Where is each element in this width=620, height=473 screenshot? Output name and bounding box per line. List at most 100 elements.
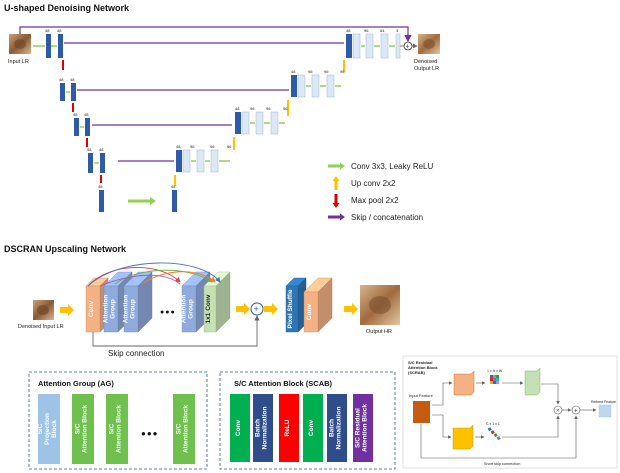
- unet-block: [291, 75, 297, 97]
- scrab-title-3: (SCRAB): [408, 370, 426, 375]
- add-symbol: +: [254, 304, 259, 314]
- unet-block: [346, 34, 352, 58]
- unet-block: [74, 118, 79, 136]
- relu-label: ReLU: [284, 419, 291, 436]
- sc-attention-label-line: S/C: [175, 423, 182, 434]
- sc-attention-label-line: S/C: [108, 423, 115, 434]
- short-skip-line: [420, 415, 578, 459]
- pixel-shuffle-label: Pixel Shuffle: [287, 289, 294, 328]
- unet-block-light: [241, 111, 250, 135]
- attention-group-label: AttentionGroup: [122, 295, 136, 324]
- legend-skip-arrowhead: [340, 213, 345, 221]
- scrab-title-2: Attention Block: [408, 365, 438, 370]
- unet-block-light: [255, 111, 264, 135]
- sc-projection-label-line: Projection: [44, 413, 51, 445]
- unet-block: [100, 153, 105, 173]
- legend-skip: Skip / concatenation: [351, 213, 423, 222]
- batch-norm-label-line: Batch: [254, 419, 261, 437]
- channel-attention-block: [452, 424, 474, 450]
- arrow-right: [344, 303, 358, 315]
- skip-connection-label: Skip connection: [108, 349, 164, 358]
- pixel-shuffle-label-line: Pixel Shuffle: [287, 289, 294, 328]
- attention-group-label-line: Group: [130, 299, 137, 319]
- unet-input-image: [9, 34, 31, 54]
- sc-attention-label-line: Attention Block: [116, 405, 123, 453]
- dense-skip-arc: [87, 262, 221, 287]
- sc-attention-label: S/CAttention Block: [74, 405, 88, 453]
- batch-norm-label-line: Normalization: [336, 406, 343, 449]
- sc-attention-label-line: Attention Block: [183, 405, 190, 453]
- unet-block: [46, 34, 51, 58]
- conv-label: Conv: [306, 303, 313, 320]
- dense-skip-arc: [114, 269, 213, 285]
- channel-attention-vector: [487, 427, 501, 441]
- channel-label: 48: [87, 147, 92, 152]
- arrow-right: [60, 304, 74, 316]
- dscran-output-image: [360, 285, 400, 325]
- scrab-input-label: Input Feature: [409, 393, 434, 398]
- conv1x1-label-line: 1x1 Conv: [205, 294, 212, 323]
- unet-output-label-1: Denoised: [414, 59, 437, 65]
- attention-group-label-line: Attention: [122, 295, 129, 324]
- attention-group-title: Attention Group (AG): [38, 379, 114, 388]
- legend-conv: Conv 3x3, Leaky ReLU: [351, 162, 433, 171]
- channel-label: 96: [227, 144, 232, 149]
- scrab-path: [541, 383, 560, 405]
- channel-label: 48: [57, 28, 62, 33]
- unet-input-label: Input LR: [8, 59, 29, 65]
- channel-label: 48: [171, 184, 176, 189]
- attention-group-label-line: Group: [110, 299, 117, 319]
- attention-group-box: [28, 371, 208, 470]
- channel-label: 48: [98, 184, 103, 189]
- unet-block-light: [210, 149, 219, 173]
- spatial-refine-block: [524, 367, 541, 396]
- arrow-right: [264, 303, 278, 315]
- unet-block-light: [311, 74, 320, 98]
- conv-label-line: Conv: [235, 419, 242, 436]
- spatial-attention-map: [490, 375, 499, 384]
- sc-attention-block: [106, 394, 128, 464]
- batch-norm-label-line: Normalization: [262, 406, 269, 449]
- channel-label: 96: [283, 106, 288, 111]
- conv-block: [303, 277, 333, 333]
- refined-feature-block: [598, 404, 612, 418]
- scab-title: S/C Attention Block (SCAB): [234, 379, 333, 388]
- unet-block-light: [352, 33, 361, 59]
- attention-group-block: [123, 271, 153, 333]
- legend-maxpool: Max pool 2x2: [351, 196, 399, 205]
- channel-label: 96: [364, 28, 369, 33]
- channel-label: 48: [70, 77, 75, 82]
- short-skip-label: Short skip connection: [484, 462, 520, 466]
- dense-skip-arc: [141, 271, 216, 285]
- dscran-output-label: Output HR: [366, 329, 392, 335]
- channel-label: 48: [235, 106, 240, 111]
- scrab-path: [432, 414, 452, 439]
- legend-conv-arrowhead: [340, 162, 345, 170]
- conv1x1-label: 1x1 Conv: [205, 294, 212, 323]
- unet-block-light: [326, 74, 335, 98]
- sc-attention-label-line: Attention Block: [82, 405, 89, 453]
- dscran-title: DSCRAN Upscaling Network: [4, 244, 127, 254]
- spatial-attention-block: [453, 370, 475, 396]
- conv-label-line: Conv: [88, 300, 95, 317]
- sc-residual-attention-label-line: S/C Residual: [354, 408, 361, 448]
- unet-block-light: [196, 149, 205, 173]
- channel-label: 48: [176, 144, 181, 149]
- batch-norm-label: BatchNormalization: [328, 406, 342, 449]
- conv-label-line: Conv: [306, 303, 313, 320]
- sc-attention-block: [72, 394, 94, 464]
- unet-block-light: [380, 33, 389, 59]
- ag-dots: ●●●: [141, 429, 159, 438]
- unet-block-light: [365, 33, 374, 59]
- dim-hw-label: 1 x H x W: [487, 369, 503, 373]
- scrab-path: [432, 381, 453, 406]
- channel-label: 96: [308, 69, 313, 74]
- unet-block-light: [297, 74, 306, 98]
- attention-group-label-line: Attention: [180, 295, 187, 324]
- conv-label: Conv: [235, 419, 242, 436]
- channel-label: 96: [324, 69, 329, 74]
